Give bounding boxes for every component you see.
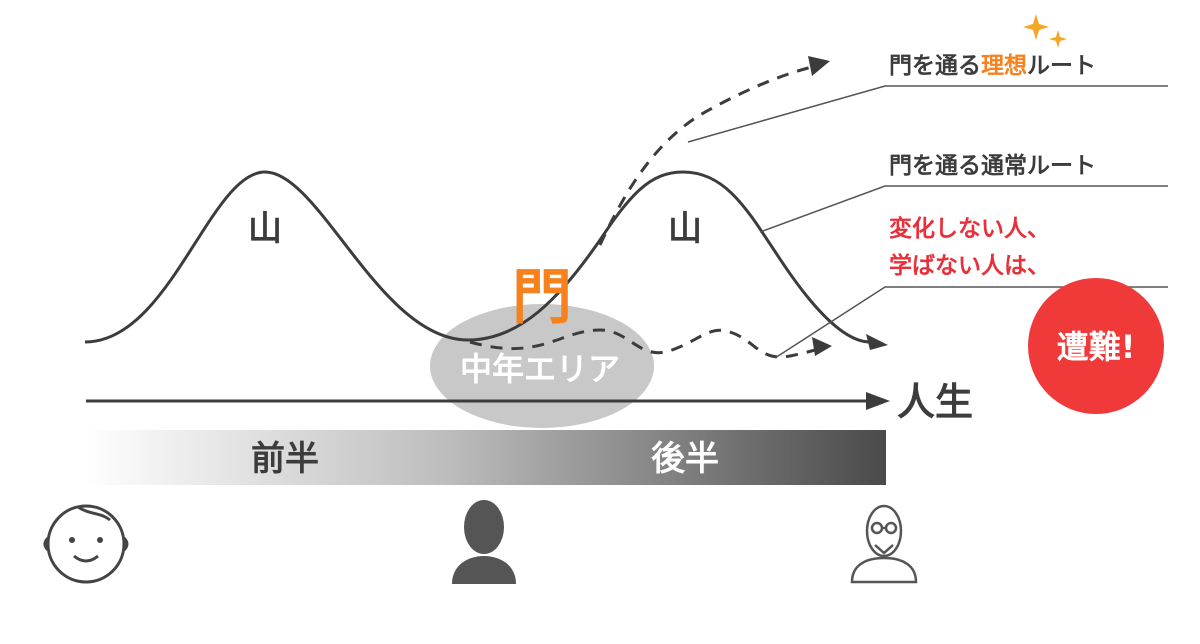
ideal-route-label: 門を通る理想ルート — [889, 53, 1096, 79]
sparkle-icon — [1023, 14, 1067, 48]
second-half-label: 後半 — [651, 439, 719, 479]
lost-route-dashed — [469, 328, 816, 359]
warning-line-1: 変化しない人、 — [889, 215, 1050, 242]
ideal-highlight: 理想 — [981, 53, 1027, 79]
normal-route-label: 門を通る通常ルート — [889, 153, 1096, 179]
lost-badge-text: 遭難! — [1057, 328, 1136, 366]
ideal-route-arrowhead — [808, 56, 830, 76]
ideal-route-dashed — [598, 65, 813, 246]
midlife-area-label: 中年エリア — [460, 350, 620, 388]
leader-normal — [759, 185, 1168, 233]
life-gradient-bar — [86, 430, 886, 485]
life-axis-label: 人生 — [897, 380, 973, 424]
gate-label: 門 — [512, 263, 572, 333]
life-curve — [84, 170, 871, 344]
life-curve-arrowhead — [866, 334, 888, 350]
baby-face-icon — [43, 504, 129, 584]
first-half-label: 前半 — [251, 439, 319, 479]
leader-ideal — [687, 85, 1168, 143]
adult-silhouette-icon — [452, 500, 516, 584]
mountain-label-2: 山 — [668, 209, 702, 249]
mountain-label-1: 山 — [248, 209, 282, 249]
lost-route-arrowhead — [812, 337, 832, 356]
life-axis-arrowhead — [866, 392, 890, 410]
warning-line-2: 学ばない人は、 — [889, 252, 1050, 279]
midlife-area-ellipse — [430, 304, 654, 428]
elderly-person-icon — [850, 504, 918, 584]
lost-badge — [1028, 278, 1164, 414]
